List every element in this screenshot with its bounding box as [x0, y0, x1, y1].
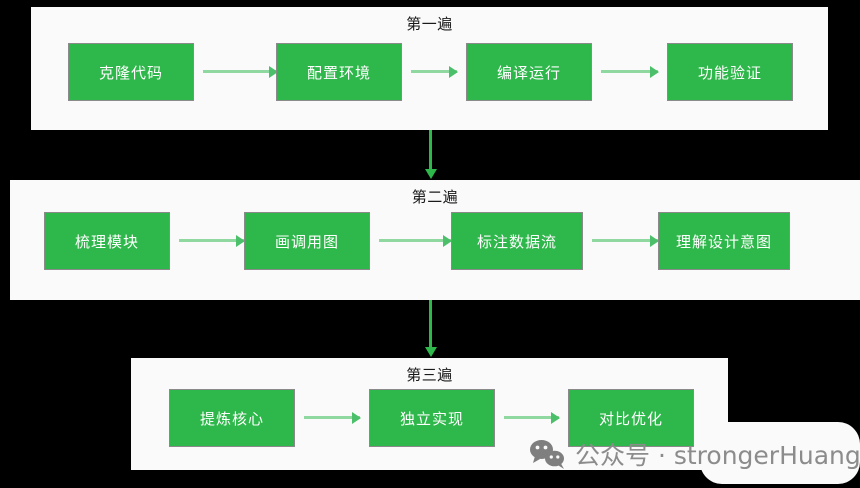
node-compile-run[interactable]: 编译运行	[466, 43, 592, 101]
node-clone-code[interactable]: 克隆代码	[68, 43, 194, 101]
node-compare-optimize[interactable]: 对比优化	[568, 389, 694, 447]
node-understand-design-intent[interactable]: 理解设计意图	[658, 212, 790, 270]
arrow-1-3	[601, 70, 658, 73]
panel-title-pass-3: 第三遍	[406, 366, 453, 384]
watermark: 公众号 · strongerHuang	[528, 436, 860, 472]
arrow-2-3	[592, 239, 658, 242]
node-extract-core[interactable]: 提炼核心	[169, 389, 295, 447]
panel-title-pass-2: 第二遍	[411, 188, 459, 206]
arrow-1-2	[411, 70, 457, 73]
arrow-3-1	[304, 416, 360, 419]
panel-title-pass-1: 第一遍	[406, 15, 453, 33]
node-function-verification[interactable]: 功能验证	[667, 43, 793, 101]
arrow-2-1	[179, 239, 244, 242]
watermark-text: 公众号 · strongerHuang	[575, 441, 860, 470]
arrow-2-2	[379, 239, 451, 242]
panel-pass-3: 第三遍 提炼核心 独立实现 对比优化	[131, 358, 728, 470]
node-independent-implementation[interactable]: 独立实现	[369, 389, 495, 447]
connector-pass1-to-pass2	[429, 130, 432, 170]
panel-pass-2: 第二遍 梳理模块 画调用图 标注数据流 理解设计意图	[10, 180, 860, 300]
connector-pass2-to-pass3	[429, 300, 432, 348]
arrow-3-2	[504, 416, 559, 419]
node-organize-modules[interactable]: 梳理模块	[44, 212, 170, 270]
node-annotate-data-flow[interactable]: 标注数据流	[451, 212, 583, 270]
panel-pass-1: 第一遍 克隆代码 配置环境 编译运行 功能验证	[31, 7, 828, 130]
arrow-1-1	[203, 70, 277, 73]
node-configure-environment[interactable]: 配置环境	[276, 43, 402, 101]
wechat-icon	[530, 440, 564, 469]
node-draw-call-graph[interactable]: 画调用图	[244, 212, 370, 270]
